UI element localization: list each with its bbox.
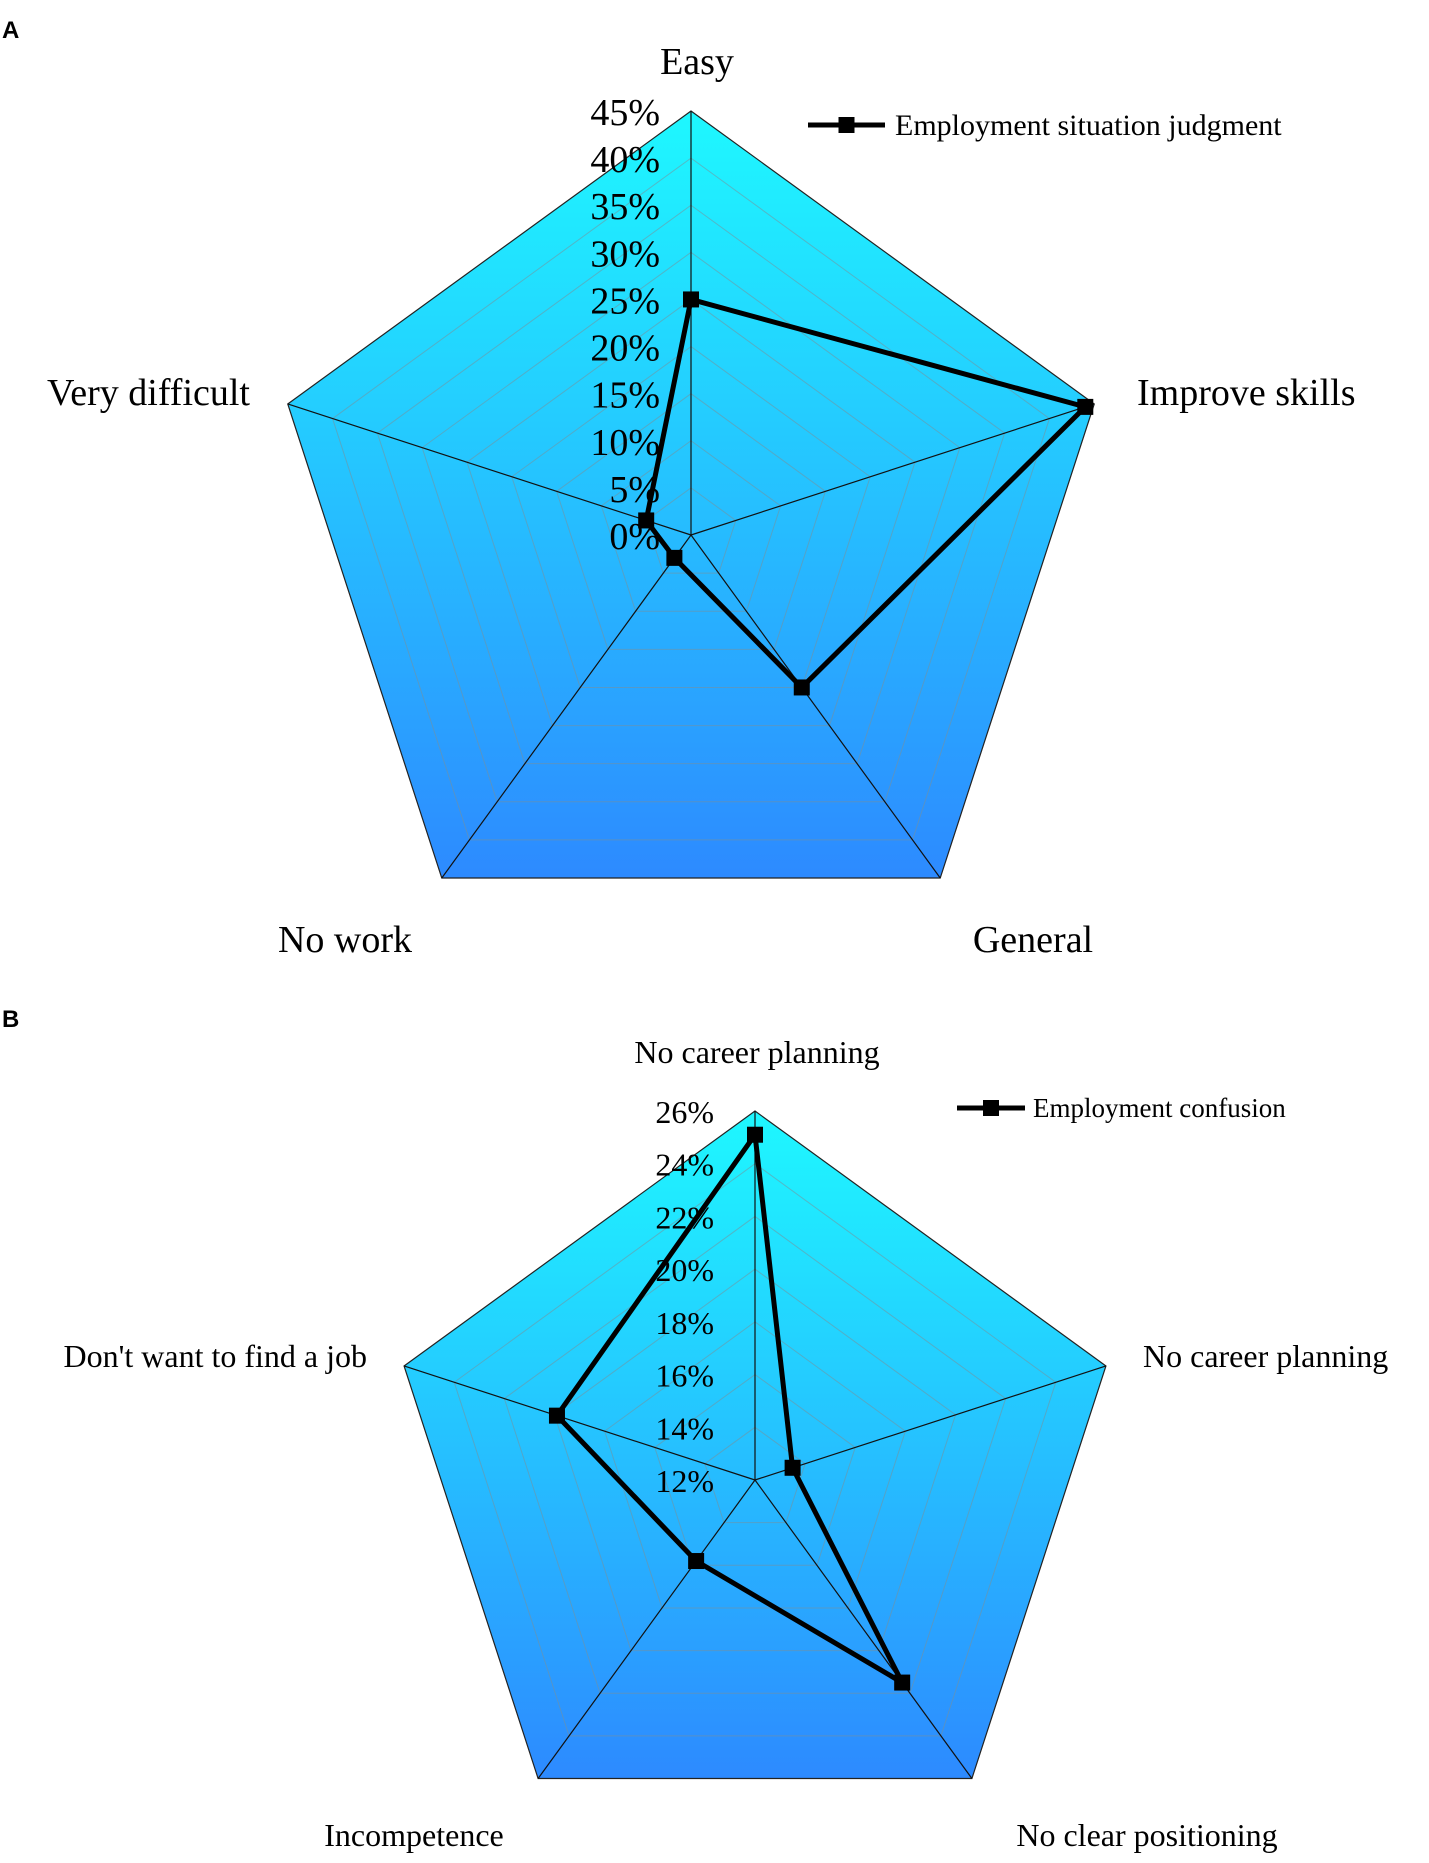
grid-ring	[331, 157, 1051, 841]
data-point	[1077, 398, 1094, 415]
grid-ring	[453, 1163, 1057, 1737]
grid-ring	[466, 298, 916, 727]
axis-spoke	[441, 534, 692, 879]
data-point	[793, 679, 810, 696]
axis-spoke	[403, 1365, 756, 1481]
data-point	[784, 1459, 801, 1476]
tick-label: 25%	[590, 280, 660, 322]
legend: Employment situation judgment	[808, 109, 1282, 142]
legend-label: Employment confusion	[1033, 1093, 1286, 1123]
category-label: Don't want to find a job	[64, 1338, 368, 1374]
data-point	[747, 1126, 763, 1143]
tick-label: 24%	[655, 1147, 714, 1183]
panel-a-chart: 0%5%10%15%20%25%30%35%40%45%EasyImprove …	[47, 41, 1355, 961]
tick-label: 35%	[590, 186, 660, 228]
category-label: Very difficult	[47, 372, 250, 414]
grid-ring	[553, 1268, 957, 1652]
tick-label: 18%	[655, 1305, 714, 1341]
category-label: Easy	[660, 41, 734, 83]
tick-label: 30%	[590, 233, 660, 275]
tick-label: 16%	[655, 1358, 714, 1394]
category-label: Incompetence	[324, 1817, 503, 1853]
tick-label: 40%	[590, 139, 660, 181]
tick-label: 20%	[590, 328, 660, 370]
data-point	[894, 1674, 911, 1691]
grid-ring	[376, 204, 1006, 803]
grid-ring	[604, 1321, 906, 1609]
category-label: Improve skills	[1137, 372, 1355, 414]
series-line	[643, 296, 1088, 690]
data-point	[688, 1553, 705, 1570]
grid-ring	[654, 1373, 856, 1566]
axis-spoke	[537, 1479, 756, 1779]
tick-label: 10%	[590, 422, 660, 464]
legend-marker	[983, 1100, 999, 1116]
data-point	[638, 512, 655, 529]
series-line	[554, 1132, 905, 1686]
axis-spoke	[690, 534, 941, 879]
data-point	[548, 1407, 565, 1424]
category-label: No work	[278, 919, 412, 961]
category-label: No clear positioning	[1016, 1817, 1277, 1853]
tick-label: 15%	[590, 375, 660, 417]
legend-marker	[838, 117, 855, 133]
axis-spoke	[287, 403, 692, 536]
axis-spoke	[690, 403, 1095, 536]
grid-ring	[704, 1426, 806, 1524]
grid-ring	[503, 1215, 1007, 1694]
tick-label: 45%	[590, 92, 660, 134]
grid-ring	[421, 251, 961, 765]
panel-a-letter: A	[2, 17, 19, 44]
grid-ring	[600, 440, 782, 612]
axis-spoke	[754, 1365, 1107, 1481]
data-point	[683, 291, 699, 308]
category-label: No career planning	[634, 1034, 879, 1070]
panel-b-chart: 12%14%16%18%20%22%24%26%No career planni…	[64, 1034, 1389, 1853]
legend-label: Employment situation judgment	[895, 109, 1282, 142]
grid-ring	[511, 345, 871, 688]
tick-label: 12%	[655, 1463, 714, 1499]
tick-label: 20%	[655, 1252, 714, 1288]
data-point	[666, 549, 683, 566]
grid-ring	[555, 393, 827, 650]
axis-spoke	[754, 1479, 973, 1779]
category-label: No career planning	[1143, 1338, 1388, 1374]
legend: Employment confusion	[957, 1093, 1286, 1123]
tick-label: 26%	[655, 1094, 714, 1130]
category-label: General	[973, 919, 1093, 961]
panel-b-letter: B	[2, 1006, 19, 1033]
tick-label: 14%	[655, 1410, 714, 1446]
